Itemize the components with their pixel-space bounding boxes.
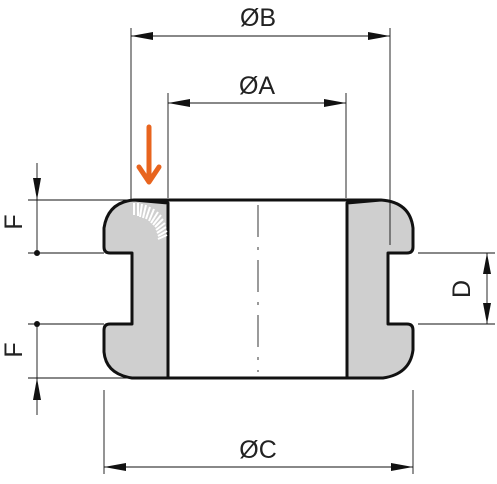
f-bottom-label: F [0,342,28,357]
extension-lines [28,28,495,474]
dia-c-label: ØC [239,436,277,464]
grommet-right-section [345,198,415,380]
dimension-d [483,253,491,324]
edge-highlight-dashes [133,203,168,240]
dia-b-label: ØB [240,4,276,32]
dimension-dia-b [131,32,390,40]
dimension-f-top [33,163,41,256]
dimension-dia-c [104,463,413,471]
dia-a-label: ØA [239,72,275,100]
grommet-left-section [102,198,170,380]
f-top-label: F [0,214,28,229]
d-label: D [448,280,476,298]
dimension-dia-a [168,99,346,107]
dimension-f-bottom [33,321,41,415]
down-arrow-icon [136,124,162,185]
